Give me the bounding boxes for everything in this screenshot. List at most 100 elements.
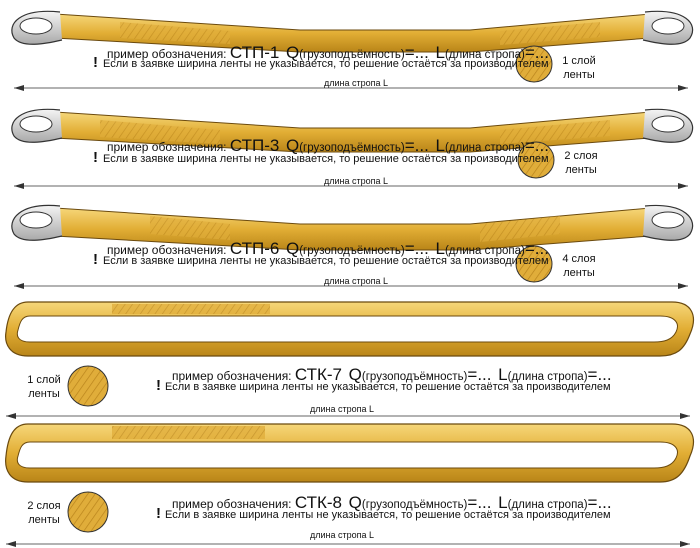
- q-letter: Q: [348, 493, 362, 512]
- model-code: СТП-6: [229, 239, 280, 258]
- cross-section-detail: [67, 365, 109, 407]
- l-tail: =...: [587, 365, 612, 384]
- l-text: (длина стропа): [507, 371, 588, 383]
- example-prefix: пример обозначения:: [107, 243, 227, 257]
- stk7-sling-drawing: [5, 301, 694, 419]
- l-text: (длина стропа): [507, 499, 588, 511]
- width-note: Если в заявке ширина ленты не указываетс…: [165, 509, 611, 521]
- loop-opening-left: [19, 211, 53, 229]
- layer-unit: ленты: [28, 513, 60, 526]
- width-note: Если в заявке ширина ленты не указываетс…: [165, 381, 611, 393]
- stitched-reinforcement: [112, 304, 270, 314]
- arrow-right: [680, 541, 690, 547]
- q-tail: =...: [404, 136, 429, 155]
- stk8-sling-drawing: [5, 423, 694, 547]
- l-text: (длина стропа): [444, 245, 525, 257]
- arrow-left: [14, 283, 24, 289]
- arrow-left: [14, 183, 24, 189]
- sling-panel-stp6: пример обозначения: СТП-6 Q(грузоподъёмн…: [0, 196, 700, 294]
- l-letter: L: [435, 239, 445, 258]
- q-text: (грузоподъёмность): [361, 371, 468, 383]
- example-prefix: пример обозначения:: [107, 140, 227, 154]
- layer-label: 2 слоя ленты: [22, 500, 66, 528]
- arrow-left: [6, 413, 16, 419]
- layer-count: 4 слоя: [562, 253, 596, 265]
- designation-example: пример обозначения: СТК-7 Q(грузоподъёмн…: [172, 366, 612, 384]
- arrow-right: [678, 283, 688, 289]
- layer-unit: ленты: [563, 266, 595, 279]
- stitched-reinforcement-right: [500, 120, 610, 144]
- exclamation-mark: !: [93, 149, 98, 166]
- arrow-right: [678, 183, 688, 189]
- width-note: Если в заявке ширина ленты не указываетс…: [103, 58, 549, 70]
- sling-panel-stp3: пример обозначения: СТП-3 Q(грузоподъёмн…: [0, 98, 700, 196]
- layer-unit: ленты: [28, 387, 60, 400]
- example-prefix: пример обозначения:: [172, 497, 292, 511]
- q-text: (грузоподъёмность): [299, 245, 405, 257]
- layer-count: 1 слой: [27, 374, 61, 386]
- sling-panel-stk8: пример обозначения: СТК-8 Q(грузоподъёмн…: [0, 420, 700, 548]
- cross-section-detail: [515, 45, 553, 83]
- endless-loop-inner-opening: [16, 441, 678, 469]
- l-text: (длина стропа): [444, 142, 525, 154]
- q-text: (грузоподъёмность): [361, 499, 468, 511]
- q-tail: =...: [467, 493, 492, 512]
- q-letter: Q: [348, 365, 362, 384]
- loop-opening-right: [651, 17, 685, 35]
- q-letter: Q: [285, 136, 300, 155]
- arrow-left: [6, 541, 16, 547]
- layer-unit: ленты: [563, 68, 595, 81]
- model-code: СТП-3: [229, 136, 280, 155]
- layer-label: 4 слоя ленты: [558, 253, 600, 281]
- designation-example: пример обозначения: СТП-6 Q(грузоподъёмн…: [107, 240, 549, 258]
- l-text: (длина стропа): [444, 49, 525, 61]
- l-letter: L: [435, 136, 445, 155]
- length-label: длина стропа L: [310, 530, 375, 540]
- q-tail: =...: [404, 43, 429, 62]
- stp6-sling-drawing: [11, 204, 694, 289]
- length-label: длина стропа L: [324, 176, 389, 186]
- cross-section-detail: [517, 141, 555, 179]
- layer-label: 1 слой ленты: [22, 374, 66, 402]
- layer-unit: ленты: [565, 163, 597, 176]
- length-label: длина стропа L: [324, 276, 389, 286]
- stp1-sling-drawing: [11, 10, 694, 91]
- q-letter: Q: [285, 239, 300, 258]
- stp3-sling-drawing: [11, 108, 694, 189]
- cross-section-detail: [67, 491, 109, 533]
- l-tail: =...: [587, 493, 612, 512]
- example-prefix: пример обозначения:: [172, 369, 292, 383]
- arrow-right: [680, 413, 690, 419]
- designation-example: пример обозначения: СТК-8 Q(грузоподъёмн…: [172, 494, 612, 512]
- l-tail: =...: [524, 136, 549, 155]
- l-tail: =...: [524, 43, 549, 62]
- sling-panel-stk7: пример обозначения: СТК-7 Q(грузоподъёмн…: [0, 294, 700, 420]
- length-label: длина стропа L: [310, 404, 375, 414]
- stitched-reinforcement-right: [500, 22, 600, 45]
- exclamation-mark: !: [93, 251, 98, 268]
- layer-label: 2 слоя ленты: [560, 150, 602, 178]
- designation-example: пример обозначения: СТП-1 Q(грузоподъёмн…: [107, 44, 549, 62]
- stitched-reinforcement: [112, 426, 265, 439]
- q-letter: Q: [285, 43, 300, 62]
- designation-example: пример обозначения: СТП-3 Q(грузоподъёмн…: [107, 137, 549, 155]
- layer-count: 2 слоя: [564, 150, 598, 162]
- arrow-left: [14, 85, 24, 91]
- layer-count: 1 слой: [562, 55, 596, 67]
- l-letter: L: [435, 43, 445, 62]
- stitched-reinforcement-left: [100, 120, 220, 144]
- l-letter: L: [498, 365, 508, 384]
- loop-opening-right: [651, 115, 685, 133]
- stitched-reinforcement-left: [120, 22, 230, 44]
- model-code: СТП-1: [229, 43, 280, 62]
- width-note: Если в заявке ширина ленты не указываетс…: [103, 255, 549, 267]
- loop-opening-left: [19, 115, 53, 133]
- layer-count: 2 слоя: [27, 500, 61, 512]
- exclamation-mark: !: [156, 505, 161, 522]
- length-label: длина стропа L: [324, 78, 389, 88]
- loop-opening-left: [19, 17, 53, 35]
- layer-label: 1 слой ленты: [558, 55, 600, 83]
- endless-loop-inner-opening: [16, 315, 678, 343]
- model-code: СТК-7: [294, 365, 342, 384]
- l-letter: L: [498, 493, 508, 512]
